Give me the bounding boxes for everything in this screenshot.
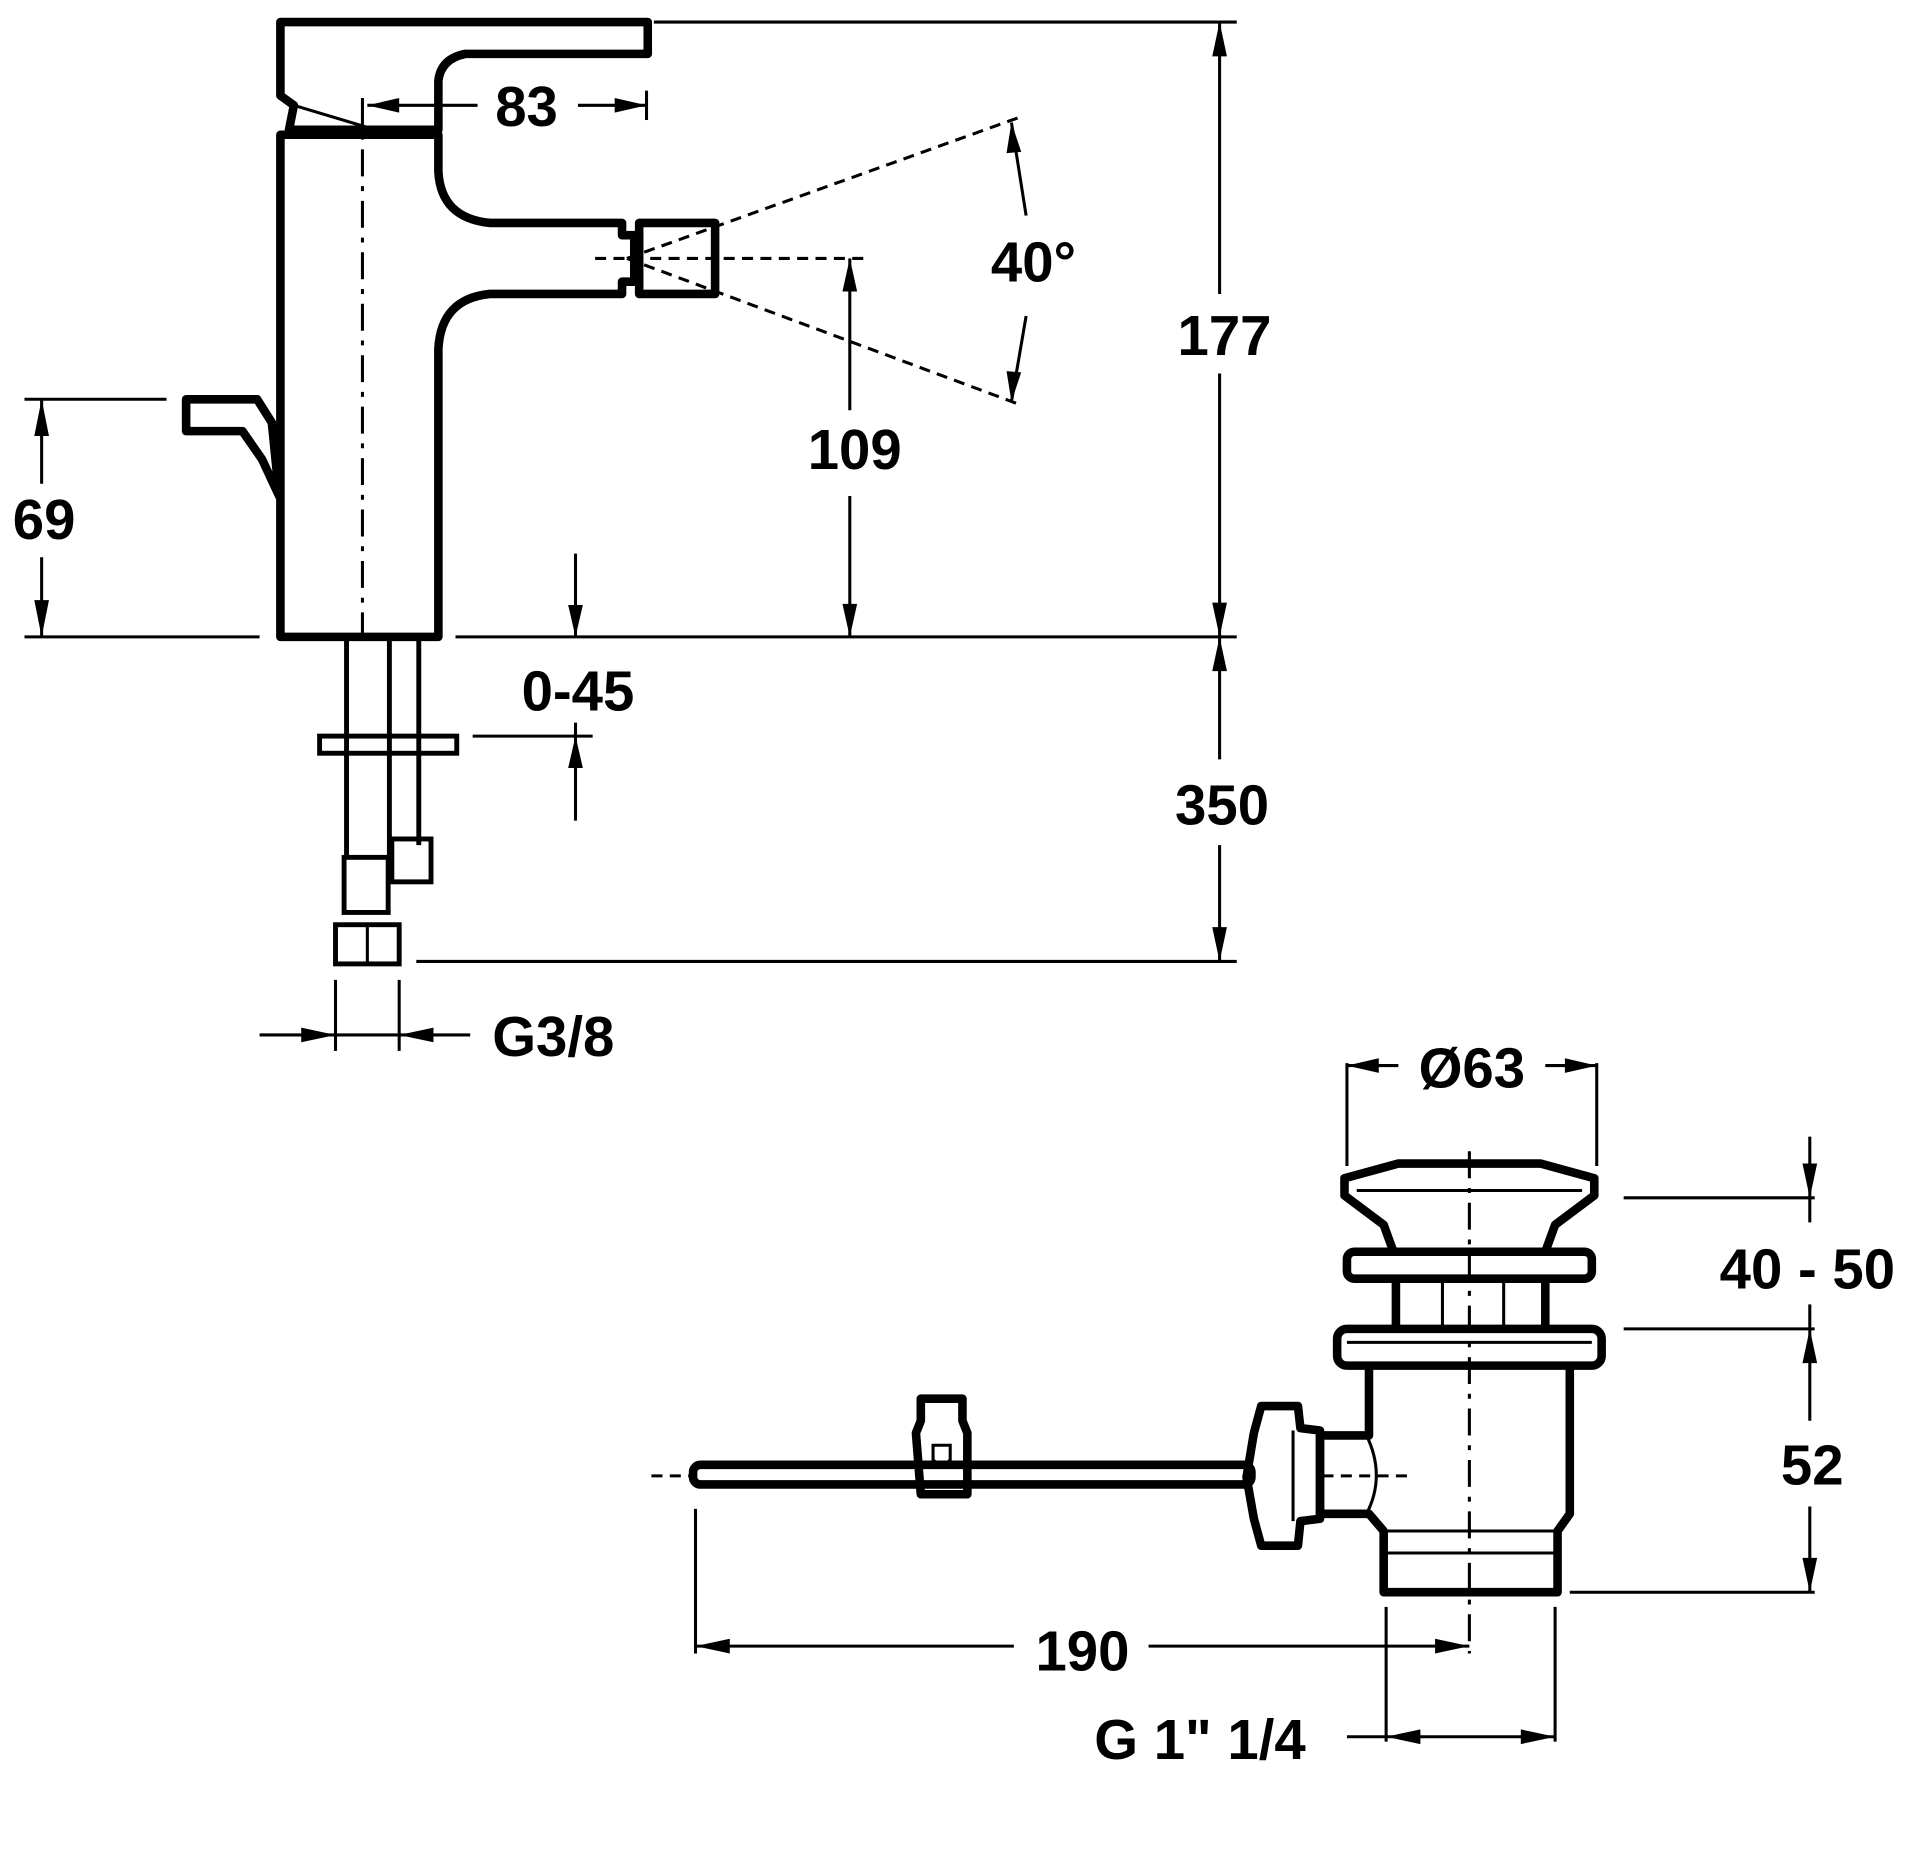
faucet-body [276,130,639,642]
dim-spout-reach: 83 [495,75,558,138]
dim-plug-lift: 40 - 50 [1720,1237,1895,1300]
dim-spout-height: 109 [808,418,902,481]
dim-overall-height: 177 [1178,304,1272,367]
fixing-plate [317,733,460,756]
rod-clamp [911,1394,972,1499]
faucet-dimensions: 83 40° 109 177 350 69 [13,20,1272,1068]
dim-body-height: 52 [1781,1433,1844,1496]
dim-lever-height: 69 [13,488,76,551]
faucet-lever [276,17,653,135]
faucet-side-view [181,17,1020,967]
dim-hose-length: 350 [1175,773,1269,836]
dim-outlet-thread: G 1" 1/4 [1094,1708,1306,1771]
dim-rod-length: 190 [1035,1620,1129,1683]
rod-connector-nut [1242,1401,1325,1550]
popup-rod [688,1460,1256,1489]
dim-plug-diameter: Ø63 [1419,1037,1525,1100]
waste-body [1315,1365,1575,1597]
dim-connection-thread: G3/8 [492,1005,614,1068]
waste-dimensions: Ø63 40 - 50 52 190 G 1" 1/4 [693,1037,1895,1771]
dim-spray-angle: 40° [991,231,1076,294]
popup-lever [181,394,284,501]
popup-waste-side-view [651,1151,1606,1654]
dim-deck-thickness: 0-45 [522,659,635,722]
